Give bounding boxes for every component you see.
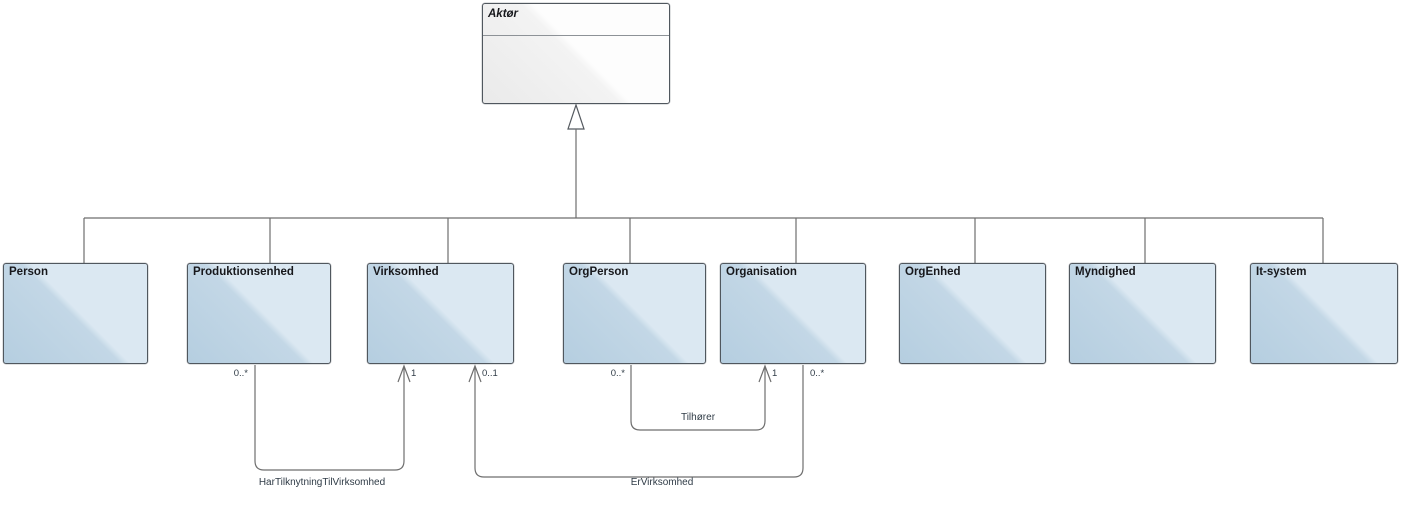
class-body [483, 36, 669, 102]
class-name: Aktør [488, 8, 519, 20]
association-path [254, 365, 405, 471]
association-tilhoerer [630, 364, 772, 431]
class-box-organisation[interactable]: Organisation [720, 263, 866, 364]
class-box-orgperson[interactable]: OrgPerson [563, 263, 706, 364]
class-name: It-system [1256, 266, 1307, 278]
class-header: Aktør [483, 4, 669, 36]
class-box-person[interactable]: Person [3, 263, 148, 364]
class-name: Person [9, 266, 48, 278]
open-arrowhead-icon [468, 364, 482, 383]
class-box-itsystem[interactable]: It-system [1250, 263, 1398, 364]
class-box-virksomhed[interactable]: Virksomhed [367, 263, 514, 364]
association-name-label: HarTilknytningTilVirksomhed [258, 477, 386, 488]
open-arrowhead-icon [397, 364, 411, 383]
multiplicity-label: 0..* [610, 368, 625, 379]
generalization-tree [83, 103, 1324, 263]
class-name: OrgPerson [569, 266, 629, 278]
multiplicity-label: 1 [772, 368, 778, 379]
class-name: Virksomhed [373, 266, 439, 278]
multiplicity-label: 0..1 [482, 368, 498, 379]
open-arrowhead-icon [758, 364, 772, 383]
association-ervirksomhed [468, 364, 804, 478]
class-name: Organisation [726, 266, 797, 278]
association-name-label: ErVirksomhed [630, 477, 694, 488]
class-name: Myndighed [1075, 266, 1136, 278]
class-name: OrgEnhed [905, 266, 961, 278]
multiplicity-label: 0..* [810, 368, 825, 379]
multiplicity-label: 1 [411, 368, 417, 379]
association-hartilknytningtilvirksomhed [254, 364, 411, 471]
class-box-aktor[interactable]: Aktør [482, 3, 670, 104]
generalization-triangle-icon [567, 103, 585, 130]
class-name: Produktionsenhed [193, 266, 294, 278]
association-path [474, 365, 804, 478]
association-name-label: Tilhører [680, 412, 716, 423]
class-box-myndighed[interactable]: Myndighed [1069, 263, 1216, 364]
association-path [630, 365, 766, 431]
multiplicity-label: 0..* [233, 368, 248, 379]
class-box-produktionsenhed[interactable]: Produktionsenhed [187, 263, 331, 364]
class-box-orgenhed[interactable]: OrgEnhed [899, 263, 1046, 364]
